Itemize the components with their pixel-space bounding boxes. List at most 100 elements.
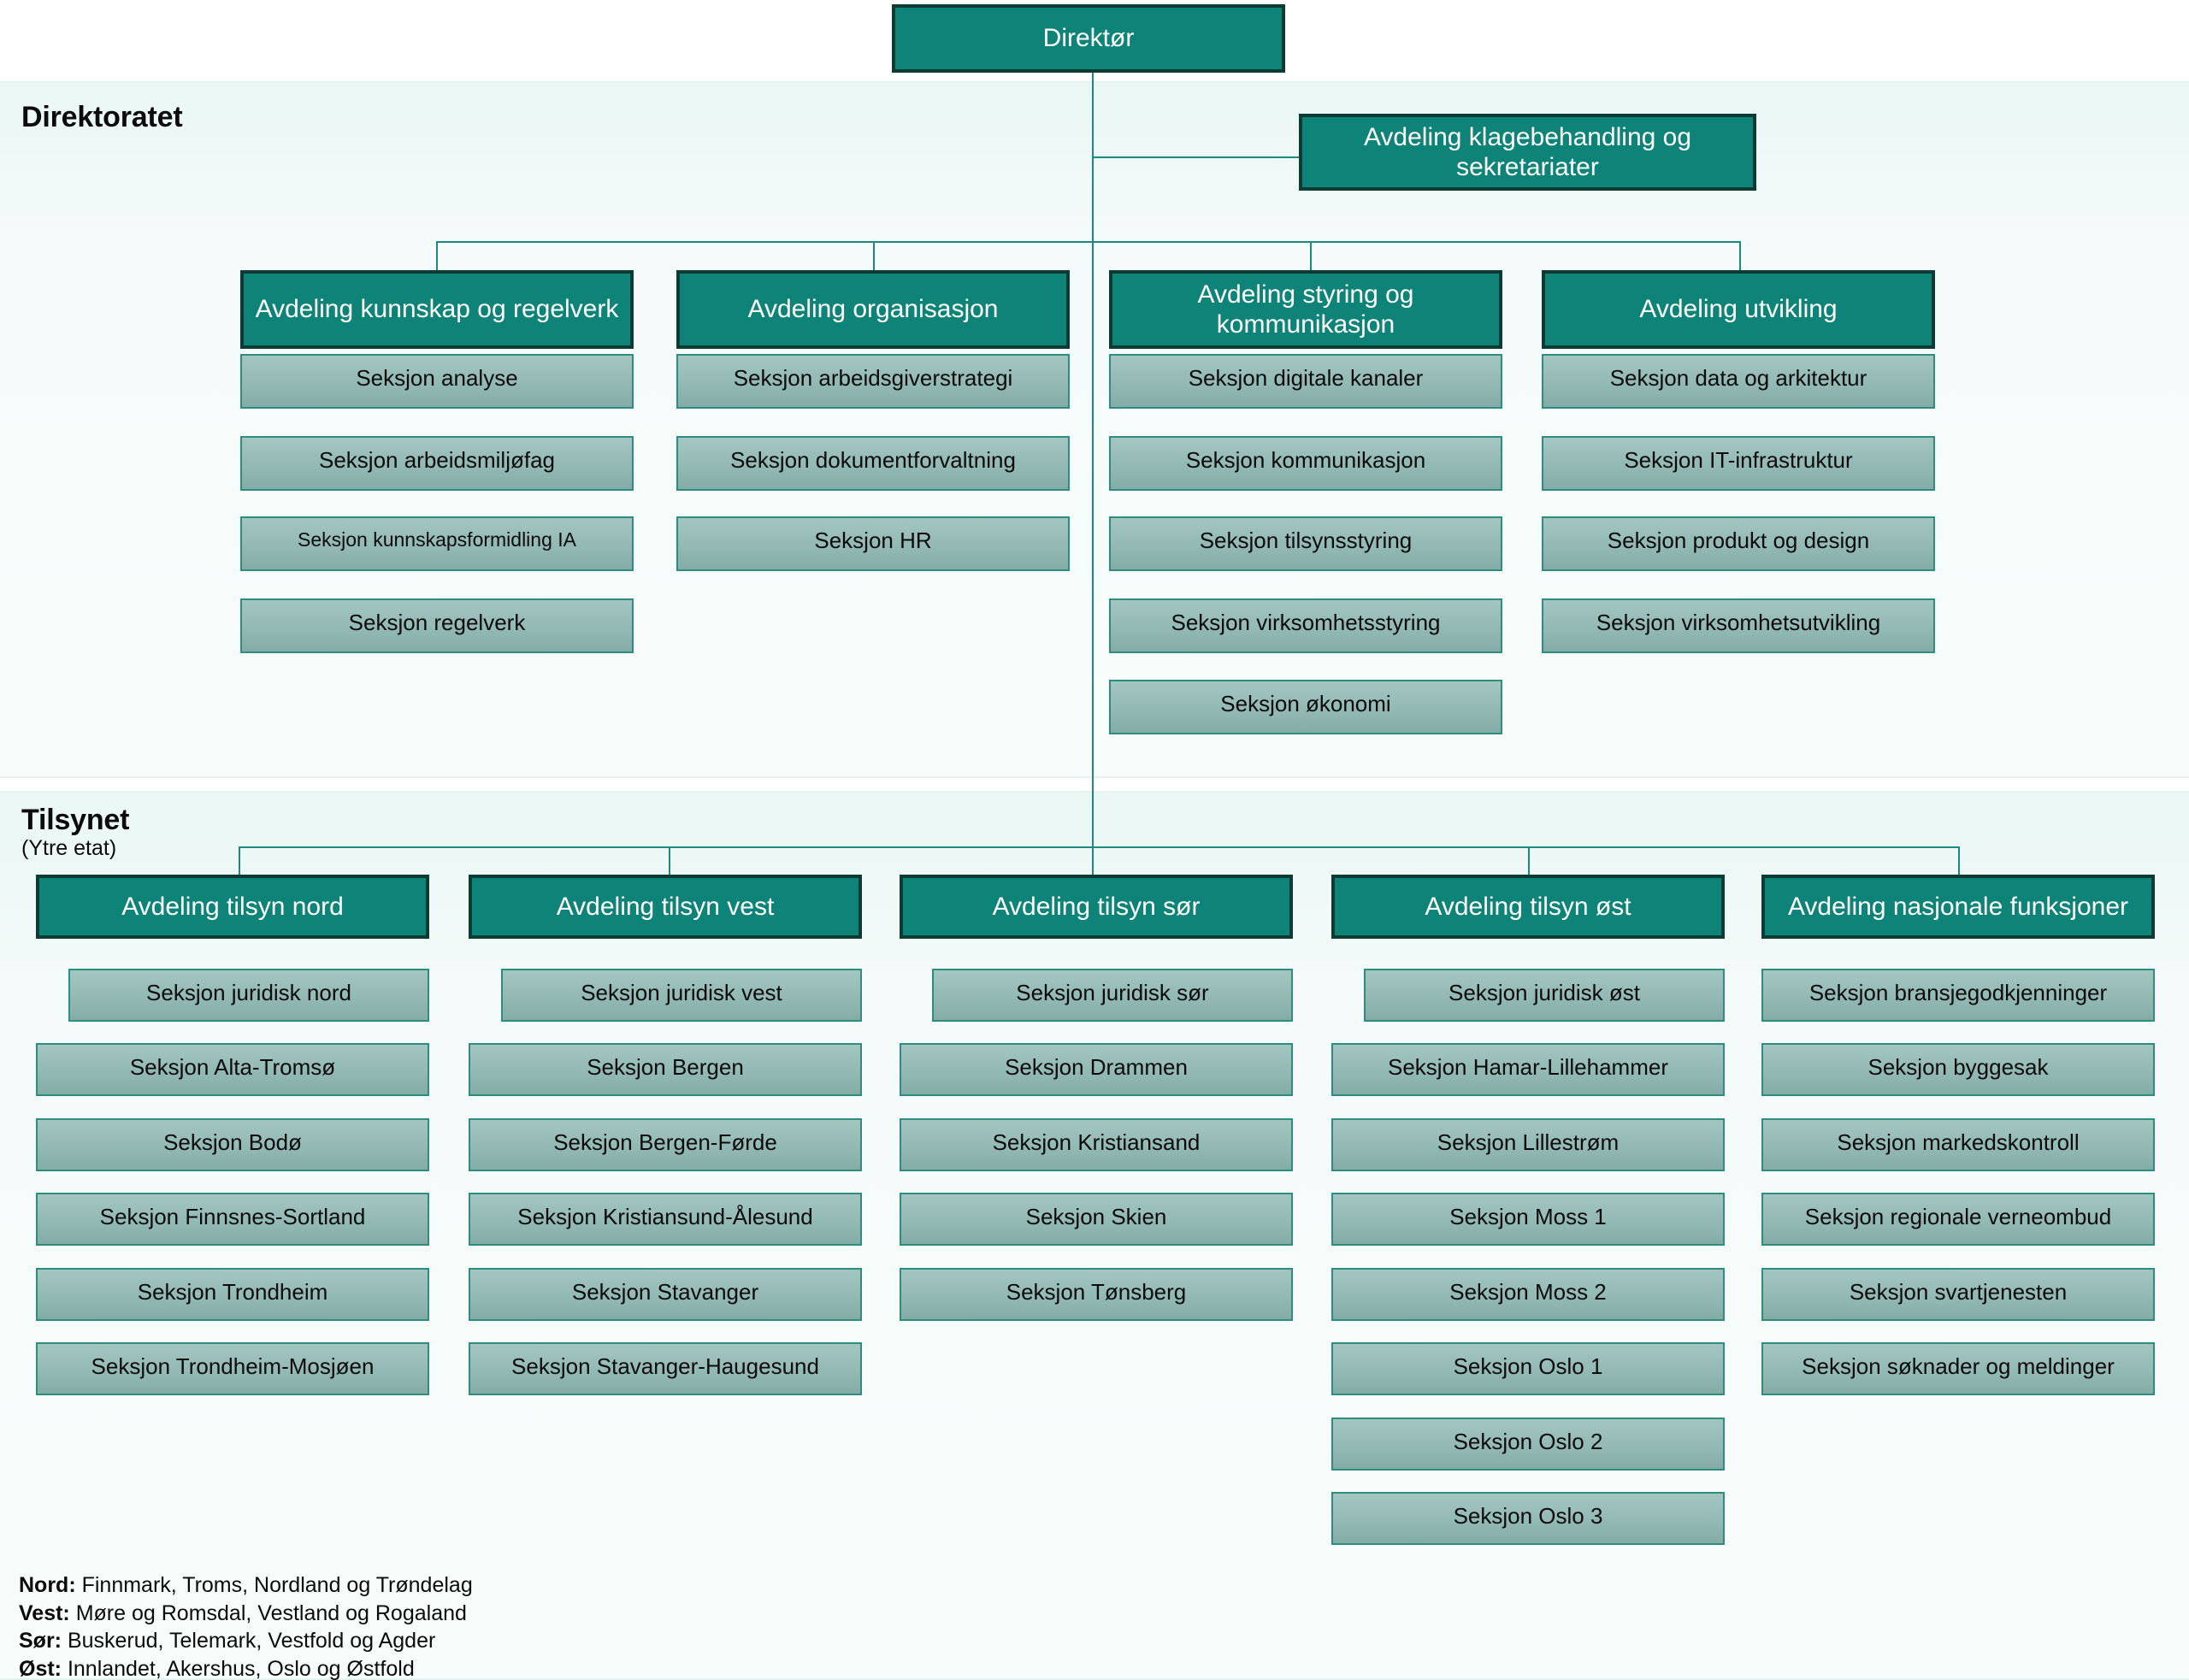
dept-box-utvikling[interactable]: Avdeling utvikling	[1542, 270, 1935, 349]
section-box[interactable]: Seksjon HR	[676, 516, 1070, 571]
section-box[interactable]: Seksjon Hamar-Lillehammer	[1331, 1043, 1725, 1096]
section-label: Seksjon Alta-Tromsø	[129, 1054, 336, 1080]
dept-label: Avdeling klagebehandling og sekretariate…	[1363, 122, 1692, 181]
section-box[interactable]: Seksjon regelverk	[240, 598, 634, 653]
dept-label: Avdeling nasjonale funksjoner	[1787, 892, 2129, 921]
legend-value: Finnmark, Troms, Nordland og Trøndelag	[75, 1573, 473, 1597]
section-box[interactable]: Seksjon økonomi	[1109, 680, 1502, 734]
section-label: Seksjon regelverk	[348, 610, 526, 635]
section-box[interactable]: Seksjon regionale verneombud	[1761, 1193, 2155, 1246]
dept-box-tilsyn-sor[interactable]: Avdeling tilsyn sør	[900, 875, 1293, 939]
section-box[interactable]: Seksjon virksomhetsstyring	[1109, 598, 1502, 653]
section-label: Seksjon dokumentforvaltning	[730, 447, 1016, 473]
section-box[interactable]: Seksjon Moss 1	[1331, 1193, 1725, 1246]
section-box[interactable]: Seksjon markedskontroll	[1761, 1118, 2155, 1171]
section-label: Seksjon Lillestrøm	[1437, 1129, 1620, 1155]
dept-box-styring-og-kommunikasjon[interactable]: Avdeling styring og kommunikasjon	[1109, 270, 1502, 349]
section-box[interactable]: Seksjon Stavanger	[469, 1268, 862, 1321]
section-label: Seksjon HR	[814, 528, 932, 553]
section-box[interactable]: Seksjon Tønsberg	[900, 1268, 1293, 1321]
section-label: Seksjon analyse	[356, 365, 518, 391]
section-box[interactable]: Seksjon juridisk øst	[1364, 969, 1725, 1022]
section-box[interactable]: Seksjon tilsynsstyring	[1109, 516, 1502, 571]
section-label: Seksjon virksomhetsstyring	[1171, 610, 1441, 635]
section-box[interactable]: Seksjon arbeidsmiljøfag	[240, 436, 634, 491]
section-label: Seksjon Stavanger-Haugesund	[511, 1353, 819, 1379]
section-box[interactable]: Seksjon Drammen	[900, 1043, 1293, 1096]
section-label: Seksjon Bergen-Førde	[553, 1129, 777, 1155]
section-box[interactable]: Seksjon Oslo 1	[1331, 1342, 1725, 1395]
dept-label: Avdeling styring og kommunikasjon	[1197, 280, 1414, 339]
section-box[interactable]: Seksjon Oslo 2	[1331, 1418, 1725, 1471]
section-box[interactable]: Seksjon Alta-Tromsø	[36, 1043, 429, 1096]
section-box[interactable]: Seksjon analyse	[240, 354, 634, 409]
section-box[interactable]: Seksjon søknader og meldinger	[1761, 1342, 2155, 1395]
section-box[interactable]: Seksjon juridisk sør	[932, 969, 1293, 1022]
section-label: Seksjon tilsynsstyring	[1199, 528, 1413, 553]
connector-drop-tilsyn-5	[1958, 846, 1960, 876]
legend-value: Buskerud, Telemark, Vestfold og Agder	[62, 1629, 436, 1653]
connector-drop-dept-3	[1310, 241, 1312, 272]
section-box[interactable]: Seksjon Moss 2	[1331, 1268, 1725, 1321]
section-label: Seksjon Trondheim	[137, 1279, 328, 1305]
section-label: Seksjon kommunikasjon	[1185, 447, 1426, 473]
section-box[interactable]: Seksjon Oslo 3	[1331, 1492, 1725, 1545]
section-box[interactable]: Seksjon bransjegodkjenninger	[1761, 969, 2155, 1022]
section-box[interactable]: Seksjon Lillestrøm	[1331, 1118, 1725, 1171]
legend-key: Sør:	[19, 1629, 62, 1653]
section-box[interactable]: Seksjon IT-infrastruktur	[1542, 436, 1935, 491]
connector-drop-tilsyn-3	[1092, 846, 1094, 876]
section-box[interactable]: Seksjon kunnskapsformidling IA	[240, 516, 634, 571]
dept-box-klagebehandling[interactable]: Avdeling klagebehandling og sekretariate…	[1299, 114, 1756, 191]
section-box[interactable]: Seksjon Finnsnes-Sortland	[36, 1193, 429, 1246]
connector-direktoratet-bus	[436, 241, 1740, 243]
dept-label: Avdeling organisasjon	[747, 295, 999, 324]
section-box[interactable]: Seksjon Trondheim-Mosjøen	[36, 1342, 429, 1395]
section-box[interactable]: Seksjon juridisk nord	[68, 969, 429, 1022]
section-box[interactable]: Seksjon svartjenesten	[1761, 1268, 2155, 1321]
section-box[interactable]: Seksjon Kristiansund-Ålesund	[469, 1193, 862, 1246]
section-box[interactable]: Seksjon Kristiansand	[900, 1118, 1293, 1171]
section-box[interactable]: Seksjon produkt og design	[1542, 516, 1935, 571]
section-box[interactable]: Seksjon data og arkitektur	[1542, 354, 1935, 409]
dept-box-direktor[interactable]: Direktør	[892, 4, 1285, 73]
section-box[interactable]: Seksjon kommunikasjon	[1109, 436, 1502, 491]
section-box[interactable]: Seksjon virksomhetsutvikling	[1542, 598, 1935, 653]
panel-title-tilsynet: Tilsynet	[21, 804, 130, 836]
legend-key: Øst:	[19, 1656, 62, 1680]
region-legend: Nord: Finnmark, Troms, Nordland og Trønd…	[19, 1571, 473, 1680]
connector-drop-dept-4	[1739, 241, 1741, 272]
section-label: Seksjon Kristiansund-Ålesund	[517, 1204, 813, 1229]
dept-label: Avdeling kunnskap og regelverk	[255, 295, 619, 324]
section-label: Seksjon søknader og meldinger	[1802, 1353, 2115, 1379]
dept-box-kunnskap-og-regelverk[interactable]: Avdeling kunnskap og regelverk	[240, 270, 634, 349]
legend-value: Møre og Romsdal, Vestland og Rogaland	[69, 1600, 467, 1625]
section-label: Seksjon bransjegodkjenninger	[1808, 980, 2108, 1005]
dept-box-nasjonale-funksjoner[interactable]: Avdeling nasjonale funksjoner	[1761, 875, 2155, 939]
connector-drop-tilsyn-2	[669, 846, 670, 876]
section-label: Seksjon Kristiansand	[992, 1129, 1201, 1155]
section-box[interactable]: Seksjon Bergen-Førde	[469, 1118, 862, 1171]
legend-key: Vest:	[19, 1600, 70, 1625]
section-box[interactable]: Seksjon digitale kanaler	[1109, 354, 1502, 409]
connector-drop-tilsyn-4	[1528, 846, 1530, 876]
dept-box-tilsyn-vest[interactable]: Avdeling tilsyn vest	[469, 875, 862, 939]
section-box[interactable]: Seksjon arbeidsgiverstrategi	[676, 354, 1070, 409]
legend-row-sor: Sør: Buskerud, Telemark, Vestfold og Agd…	[19, 1627, 473, 1655]
section-box[interactable]: Seksjon Skien	[900, 1193, 1293, 1246]
dept-box-organisasjon[interactable]: Avdeling organisasjon	[676, 270, 1070, 349]
legend-row-nord: Nord: Finnmark, Troms, Nordland og Trønd…	[19, 1571, 473, 1600]
section-box[interactable]: Seksjon dokumentforvaltning	[676, 436, 1070, 491]
section-label: Seksjon arbeidsmiljøfag	[318, 447, 555, 473]
section-box[interactable]: Seksjon Stavanger-Haugesund	[469, 1342, 862, 1395]
section-box[interactable]: Seksjon Trondheim	[36, 1268, 429, 1321]
section-box[interactable]: Seksjon Bodø	[36, 1118, 429, 1171]
section-box[interactable]: Seksjon byggesak	[1761, 1043, 2155, 1096]
dept-box-tilsyn-ost[interactable]: Avdeling tilsyn øst	[1331, 875, 1725, 939]
section-box[interactable]: Seksjon Bergen	[469, 1043, 862, 1096]
dept-box-tilsyn-nord[interactable]: Avdeling tilsyn nord	[36, 875, 429, 939]
section-box[interactable]: Seksjon juridisk vest	[501, 969, 862, 1022]
panel-subtitle-tilsynet: (Ytre etat)	[21, 836, 117, 860]
dept-label: Avdeling tilsyn øst	[1425, 892, 1631, 921]
dept-label: Avdeling tilsyn vest	[556, 892, 775, 921]
